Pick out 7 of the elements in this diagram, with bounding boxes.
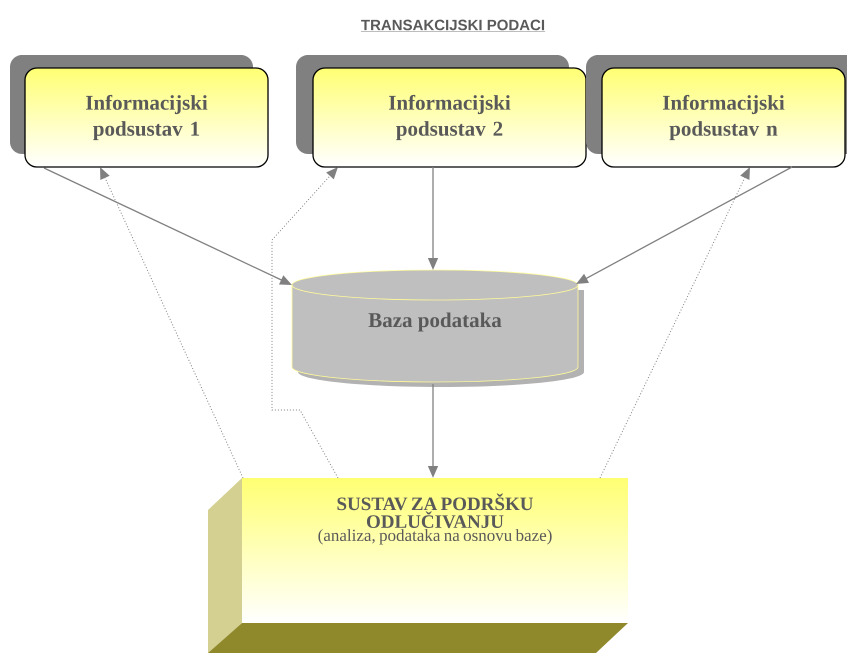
- system-box: Informacijski podsustav 1: [10, 55, 269, 168]
- system-box: Informacijski podsustav n: [586, 55, 847, 168]
- title: TRANSAKCIJSKI PODACI: [360, 20, 546, 32]
- system-box: Informacijski podsustav 2: [296, 55, 587, 168]
- node-label: Informacijski podsustav 2: [388, 94, 510, 140]
- decision-support-block: SUSTAV ZA PODRŠKU ODLUČIVANJU (analiza, podataka na osnovu baze): [208, 478, 628, 653]
- database-cylinder: Baza podataka: [292, 270, 584, 387]
